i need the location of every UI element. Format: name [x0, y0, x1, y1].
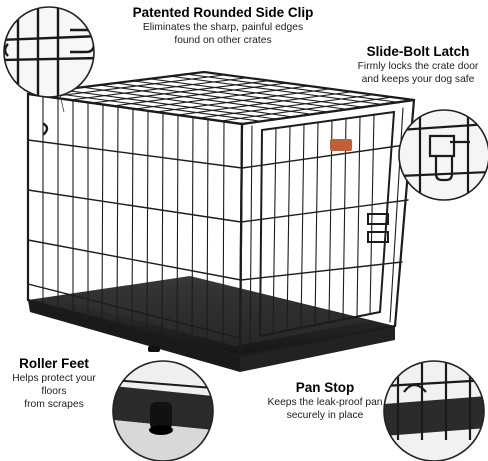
callout-latch-desc-1: Firmly locks the crate door [357, 61, 479, 72]
inset-latch [398, 109, 488, 201]
front-vertical-bars [42, 95, 225, 353]
inset-roller-feet [112, 360, 214, 461]
callout-pan-title: Pan Stop [295, 380, 355, 395]
roller-foot [148, 346, 160, 352]
inset-side-clip [3, 6, 95, 98]
callout-pan-desc-1: Keeps the leak-proof pan [267, 397, 383, 408]
callout-latch-title: Slide-Bolt Latch [366, 44, 470, 59]
side-horizontal-bars [240, 143, 413, 281]
leader-lines [59, 94, 65, 113]
door-latch [367, 213, 389, 243]
front-side-clip [42, 122, 49, 136]
callout-latch-desc-2: and keeps your dog safe [361, 74, 475, 85]
front-horizontal-bars [27, 139, 243, 339]
callout-side-clip-desc-2: found on other crates [174, 35, 272, 46]
callout-roller-title: Roller Feet [19, 356, 89, 371]
top-grid [44, 73, 397, 122]
callout-pan-stop: Pan Stop Keeps the leak-proof pan secure… [254, 380, 396, 422]
callout-side-clip-desc-1: Eliminates the sharp, painful edges [142, 22, 304, 33]
callout-roller-feet: Roller Feet Helps protect your floors fr… [0, 356, 108, 411]
crate-wire-frame [26, 70, 416, 358]
inset-pan-stop [383, 360, 485, 461]
callout-roller-desc-2: from scrapes [24, 399, 84, 410]
callout-latch: Slide-Bolt Latch Firmly locks the crate … [352, 44, 484, 86]
callout-side-clip-title: Patented Rounded Side Clip [132, 5, 314, 20]
brand-tag [330, 139, 352, 151]
callout-side-clip: Patented Rounded Side Clip Eliminates th… [78, 5, 368, 47]
callout-pan-desc-2: securely in place [286, 410, 364, 421]
callout-roller-desc-1: Helps protect your floors [12, 373, 96, 397]
